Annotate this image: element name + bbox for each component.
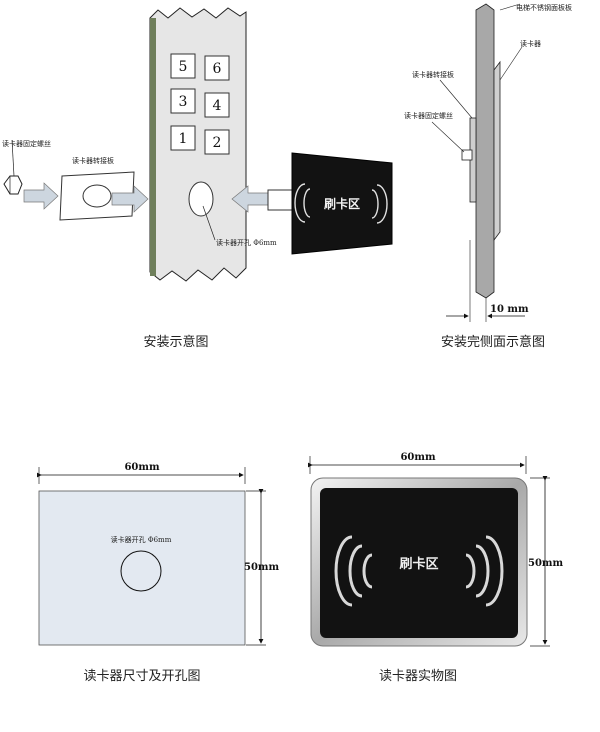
arrow-right-icon [111,185,149,213]
key-5[interactable] [170,53,196,79]
adapter-label: 读卡器转接板 [72,156,114,165]
side-adapter-label: 读卡器转接板 [412,70,454,79]
key-6[interactable] [204,55,230,81]
key-label-6: 6 [213,61,222,77]
photo-swipe-label: 刷卡区 [399,556,438,572]
side-screw-icon [461,149,473,161]
side-screw-label: 读卡器固定螺丝 [404,111,453,120]
key-label-1: 1 [179,131,188,147]
panel-hole [188,181,214,217]
reader-stub [267,189,293,211]
screw-label: 读卡器固定螺丝 [2,139,51,148]
rfid-waves-icon [334,535,504,607]
rfid-waves-icon [294,183,388,224]
side-panel [475,3,495,299]
key-label-5: 5 [179,59,188,75]
size-diagram: 60mm 读卡器开孔 Φ6mm 50mm 读卡器尺寸及开孔图 [37,462,279,684]
size-width-label: 60mm [124,462,159,473]
card-reader-front [291,152,393,255]
key-1[interactable] [170,125,196,151]
swipe-zone-label: 刷卡区 [324,196,360,211]
caption-install: 安装示意图 [143,334,208,350]
keypad: 5 6 3 4 1 2 [170,53,230,155]
side-reader-label: 读卡器 [520,39,541,48]
caption-side: 安装完侧面示意图 [441,334,545,350]
screw-leader [11,139,15,177]
size-height-label: 50mm [244,562,279,573]
adapter-hole [82,184,112,208]
install-diagram: 5 6 3 4 1 2 读卡器开孔 Φ6mm 读卡器固定螺丝 读卡器转接板 [2,7,393,350]
arrow-right-icon [23,182,59,210]
key-2[interactable] [204,129,230,155]
side-gap-label: 10 mm [490,304,529,315]
hole-label: 读卡器开孔 Φ6mm [216,238,277,247]
photo-width-label: 60mm [400,452,435,463]
plate-hole-label: 读卡器开孔 Φ6mm [111,535,172,544]
reader-glass [320,488,518,638]
caption-photo: 读卡器实物图 [379,669,457,684]
hole-leader [202,205,216,241]
reader-photo: 60mm 刷卡区 50mm 读卡器实物图 [308,452,563,684]
caption-size: 读卡器尺寸及开孔图 [83,669,200,684]
side-view-diagram: 电梯不锈钢面板板 读卡器 读卡器转接板 读卡器固定螺丝 10 mm 安装完侧面示… [404,3,572,350]
screw-icon [3,175,23,195]
side-panel-label: 电梯不锈钢面板板 [516,3,572,12]
key-label-4: 4 [213,98,222,114]
side-reader [493,60,501,242]
plate-hole [120,550,162,592]
photo-height-label: 50mm [528,558,563,569]
key-4[interactable] [204,92,230,118]
key-3[interactable] [170,88,196,114]
panel-edge [150,18,156,276]
key-label-2: 2 [213,135,222,151]
key-label-3: 3 [179,94,188,110]
